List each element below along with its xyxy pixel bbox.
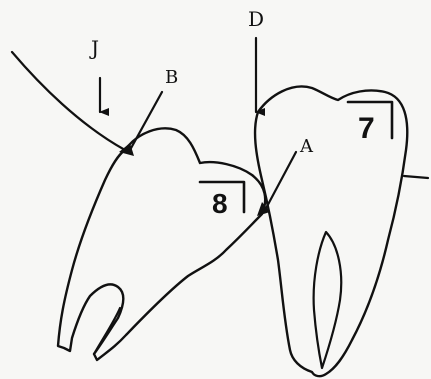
pointer-b: [130, 92, 162, 150]
label-a: A: [299, 136, 314, 157]
horizontal-line-right: [404, 176, 428, 178]
tooth-8-outline: [58, 128, 265, 360]
label-d: D: [248, 7, 264, 31]
curve-line: [12, 52, 125, 150]
tooth-7-root-canal: [314, 232, 342, 368]
tooth-8-root-line: [94, 308, 120, 354]
tooth-7-number: 7: [358, 112, 375, 145]
label-b: B: [165, 67, 178, 88]
label-j: J: [89, 36, 99, 60]
tooth-7-outline: [255, 87, 407, 377]
tooth-8-number: 8: [212, 188, 228, 219]
pointer-a: [264, 152, 296, 212]
